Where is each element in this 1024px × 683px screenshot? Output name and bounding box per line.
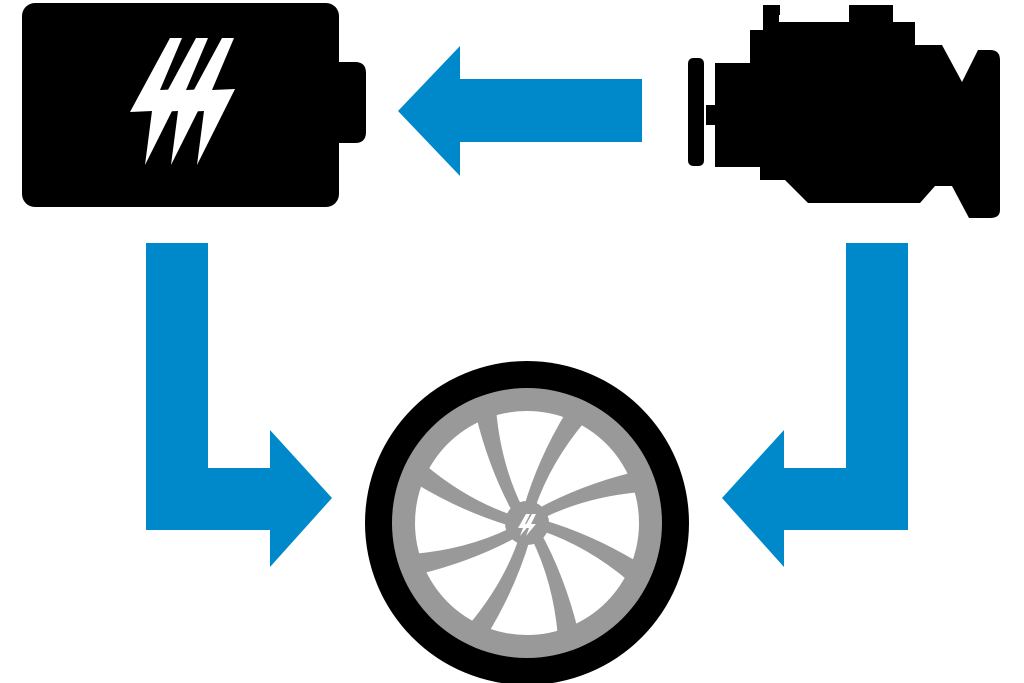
battery-icon	[22, 3, 366, 207]
lightning-bolts-icon	[130, 38, 235, 165]
wheel-spoke	[531, 531, 578, 637]
wheel-spoke	[523, 411, 586, 509]
wheel-spoke	[415, 464, 513, 527]
wheel-spoke	[468, 537, 531, 635]
hub-lightning-icon	[518, 514, 536, 536]
wheel-icon	[365, 361, 689, 683]
arrow-engine-to-wheel	[722, 243, 908, 567]
engine-icon	[688, 5, 1000, 218]
arrow-battery-to-wheel	[146, 243, 332, 567]
engine-side-mount	[688, 58, 704, 166]
engine-block	[706, 5, 1000, 218]
battery-terminal	[328, 62, 366, 143]
arrow-engine-to-battery	[398, 46, 642, 176]
engine-top-left-cap	[770, 5, 780, 15]
wheel-spoke	[535, 472, 641, 519]
wheel-spokes	[413, 409, 641, 637]
wheel-spoke	[413, 527, 519, 574]
wheel-spoke	[476, 409, 523, 515]
wheel-spoke	[541, 519, 639, 582]
